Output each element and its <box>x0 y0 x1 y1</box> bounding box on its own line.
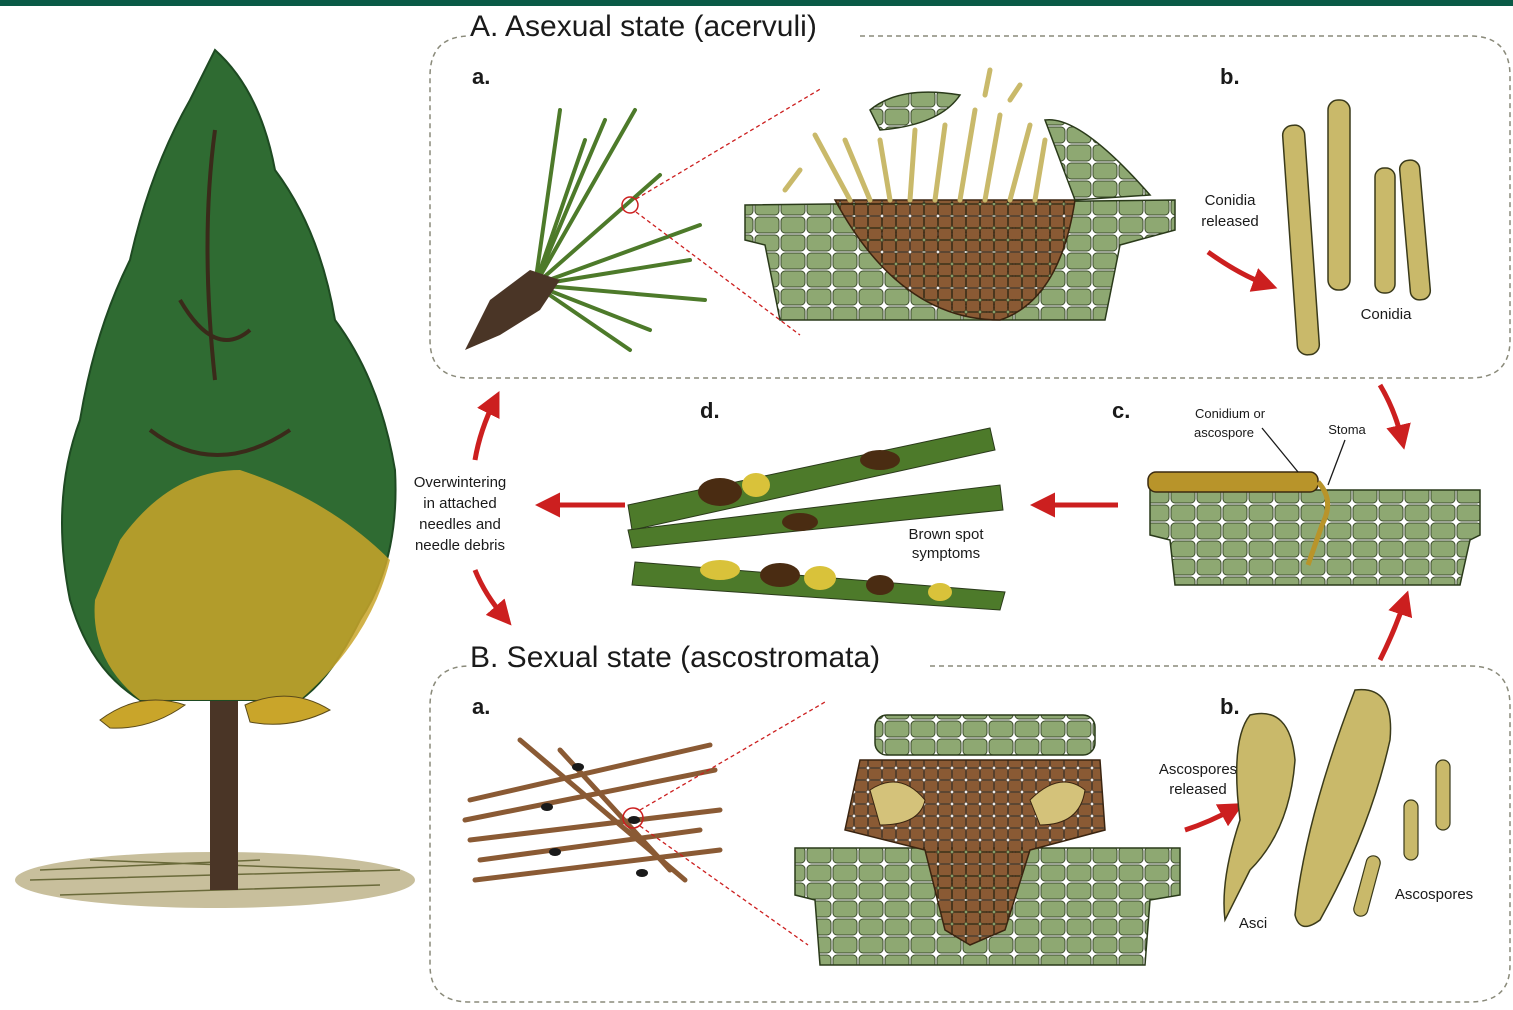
middle-row: d. c. Brown spot symptoms Conidium or as… <box>414 385 1480 660</box>
arrow-ascospores-released <box>1185 808 1235 830</box>
symptomatic-needles-icon <box>628 428 1005 610</box>
arrow-to-asexual <box>475 400 495 460</box>
ascostroma-section-icon <box>795 715 1180 965</box>
asci-label: Asci <box>1239 915 1267 932</box>
ascospores-label: Ascospores <box>1395 886 1473 903</box>
ascospores-released-label-1: Ascospores <box>1159 761 1237 778</box>
overwintering-caption-1: Overwintering <box>414 474 507 491</box>
ascospores-released-label-2: released <box>1169 781 1227 798</box>
panel-b-title: B. Sexual state (ascostromata) <box>470 641 880 674</box>
needle-debris-icon <box>465 702 825 945</box>
panel-sexual: B. Sexual state (ascostromata) a. b. <box>430 641 1510 1002</box>
arrow-ascospores-to-infection <box>1380 600 1405 660</box>
acervulus-section-icon <box>745 70 1175 320</box>
overwintering-caption-4: needle debris <box>415 537 505 554</box>
arrow-conidia-to-infection <box>1380 385 1402 440</box>
panel-asexual: A. Asexual state (acervuli) a. b. <box>430 10 1510 378</box>
panel-a-title: A. Asexual state (acervuli) <box>470 10 817 43</box>
symptoms-caption-1: Brown spot <box>908 526 984 543</box>
panel-a-label-b: b. <box>1220 64 1240 89</box>
conidium-caption-1: Conidium or <box>1195 406 1266 421</box>
infection-label: c. <box>1112 398 1130 423</box>
conidia-released-label-2: released <box>1201 213 1259 230</box>
overwintering-caption-3: needles and <box>419 516 501 533</box>
stoma-caption: Stoma <box>1328 422 1366 437</box>
pine-tree-icon <box>15 50 415 908</box>
panel-b-label-a: a. <box>472 694 490 719</box>
panel-a-label-a: a. <box>472 64 490 89</box>
symptoms-label: d. <box>700 398 720 423</box>
cycle-arrow-icon <box>1208 252 1268 285</box>
conidium-caption-2: ascospore <box>1194 425 1254 440</box>
conidia-label: Conidia <box>1361 306 1413 323</box>
arrow-to-sexual <box>475 570 505 618</box>
infection-section-icon <box>1148 472 1480 585</box>
overwintering-caption-2: in attached <box>423 495 496 512</box>
symptoms-caption-2: symptoms <box>912 545 980 562</box>
conidia-released-label-1: Conidia <box>1205 192 1257 209</box>
panel-b-label-b: b. <box>1220 694 1240 719</box>
